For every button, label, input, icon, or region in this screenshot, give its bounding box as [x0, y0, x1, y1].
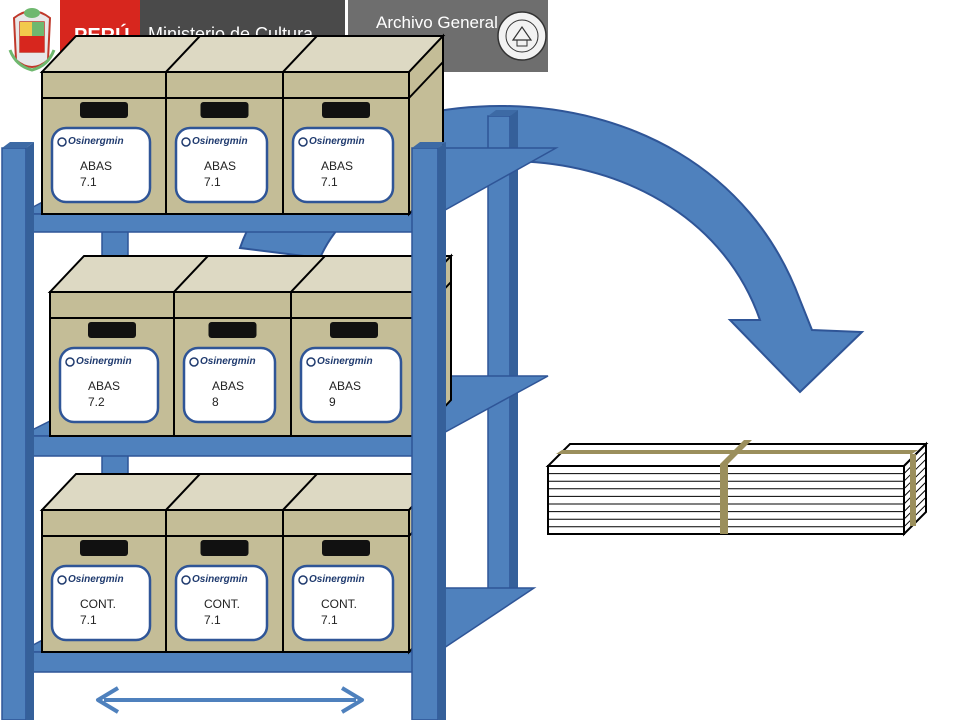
- archive-box: [163, 35, 320, 215]
- document-stack-icon: [545, 440, 929, 537]
- box-label-card: [182, 346, 277, 424]
- osinergmin-logo-icon: [306, 357, 316, 367]
- box-groups: [39, 33, 454, 655]
- archive-box: [39, 35, 203, 215]
- strap-side: [910, 454, 916, 526]
- strap-vertical: [720, 464, 728, 534]
- archive-box: [39, 473, 203, 653]
- front-post-left: [1, 147, 27, 720]
- osinergmin-logo-icon: [65, 357, 75, 367]
- box-handle: [200, 102, 249, 118]
- front-posts: [1, 142, 446, 720]
- shelf-1-boxes: [39, 33, 446, 217]
- double-headed-arrow-icon: [96, 686, 364, 714]
- box-handle: [200, 540, 249, 556]
- shelf-2-boxes: [47, 253, 454, 439]
- osinergmin-logo-icon: [181, 137, 191, 147]
- osinergmin-logo-icon: [57, 575, 67, 585]
- box-handle: [208, 322, 257, 338]
- archive-box: [163, 473, 320, 653]
- shelf-3-boxes: [39, 471, 446, 655]
- osinergmin-logo-icon: [181, 575, 191, 585]
- box-label-card: [50, 126, 152, 204]
- box-label-card: [291, 126, 395, 204]
- box-handle: [88, 322, 136, 338]
- box-label-card: [50, 564, 152, 642]
- box-label-card: [174, 564, 269, 642]
- box-handle: [322, 102, 370, 118]
- box-label-card: [299, 346, 403, 424]
- osinergmin-logo-icon: [298, 575, 308, 585]
- coat-of-arms-icon: [8, 8, 56, 72]
- osinergmin-logo-icon: [57, 137, 67, 147]
- osinergmin-logo-icon: [189, 357, 199, 367]
- box-handle: [322, 540, 370, 556]
- box-label-card: [174, 126, 269, 204]
- box-handle: [80, 102, 128, 118]
- archive-box: [171, 255, 328, 437]
- header-archive-text: Archivo General: [376, 13, 498, 32]
- box-handle: [80, 540, 128, 556]
- box-label-card: [291, 564, 395, 642]
- front-post-right: [411, 147, 439, 720]
- box-label-card: [58, 346, 160, 424]
- archive-box: [47, 255, 211, 437]
- archive-seal-icon: [497, 11, 547, 61]
- archive-box: [280, 33, 446, 217]
- back-post-right: [487, 115, 511, 595]
- box-handle: [330, 322, 378, 338]
- osinergmin-logo-icon: [298, 137, 308, 147]
